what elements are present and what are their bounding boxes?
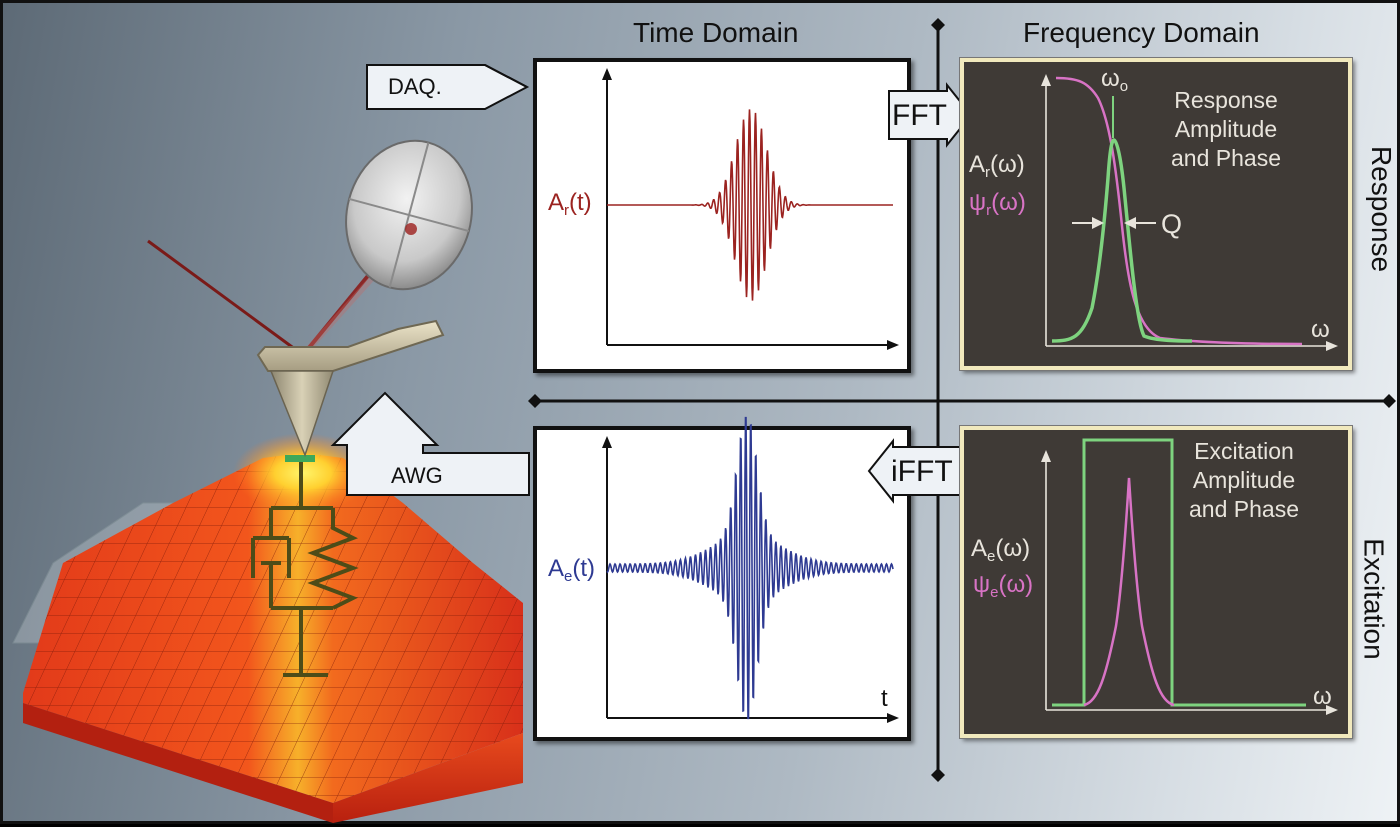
response-frequency-plot bbox=[1041, 74, 1338, 351]
excitation-time-signal bbox=[606, 416, 894, 720]
awg-label: AWG bbox=[391, 463, 443, 488]
frequency-domain-header: Frequency Domain bbox=[1023, 17, 1260, 48]
awg-arrow-shape bbox=[330, 391, 530, 496]
quadrant-dividers bbox=[528, 18, 1396, 782]
response-amp-a: A bbox=[969, 151, 986, 178]
excitation-time-label-sub: e bbox=[564, 568, 573, 585]
response-peak-sub: o bbox=[1119, 78, 1129, 95]
response-time-axes bbox=[602, 68, 899, 350]
excitation-amp-a: A bbox=[971, 535, 988, 562]
time-domain-header: Time Domain bbox=[633, 17, 799, 48]
response-time-label: Ar(t) bbox=[548, 189, 592, 219]
response-amp-arg: (ω) bbox=[990, 151, 1025, 178]
response-peak-label: ωo bbox=[1101, 65, 1128, 95]
afm-illustration bbox=[12, 139, 523, 823]
excitation-amp-sub: e bbox=[987, 548, 996, 565]
response-phase-sub: r bbox=[986, 202, 992, 219]
excitation-phase-label: ψe(ω) bbox=[973, 571, 1033, 601]
response-phase-psi: ψ bbox=[969, 189, 987, 216]
response-text-line-3: and Phase bbox=[1171, 145, 1281, 171]
excitation-time-label-arg: (t) bbox=[572, 555, 596, 582]
response-amp-sub: r bbox=[985, 164, 991, 181]
excitation-phase-psi: ψ bbox=[973, 571, 991, 598]
excitation-frequency-plot bbox=[1041, 438, 1338, 715]
excitation-side-label: Excitation bbox=[1358, 538, 1390, 660]
response-time-label-sub: r bbox=[564, 202, 570, 219]
excitation-phase-sub: e bbox=[990, 584, 999, 601]
ifft-label: iFFT bbox=[891, 455, 953, 488]
response-side-label: Response bbox=[1366, 145, 1398, 273]
response-phase-arg: (ω) bbox=[991, 189, 1026, 216]
excitation-frequency-text: Excitation Amplitude and Phase bbox=[1189, 437, 1299, 524]
response-omega-axis-label: ω bbox=[1311, 316, 1330, 343]
excitation-omega-axis-label: ω bbox=[1313, 683, 1332, 710]
response-time-signal bbox=[607, 109, 893, 301]
response-text-line-1: Response bbox=[1174, 87, 1278, 113]
excitation-time-label: Ae(t) bbox=[548, 555, 595, 585]
response-time-label-a: A bbox=[548, 189, 565, 216]
response-frequency-text: Response Amplitude and Phase bbox=[1171, 86, 1281, 173]
excitation-text-line-3: and Phase bbox=[1189, 496, 1299, 522]
excitation-time-axis-label: t bbox=[881, 685, 888, 712]
response-amplitude-label: Ar(ω) bbox=[969, 151, 1025, 181]
response-phase-label: ψr(ω) bbox=[969, 189, 1026, 219]
excitation-frequency-panel bbox=[960, 426, 1352, 738]
excitation-time-label-a: A bbox=[548, 555, 565, 582]
fft-label: FFT bbox=[892, 99, 947, 132]
excitation-text-line-2: Amplitude bbox=[1192, 467, 1296, 493]
excitation-text-line-1: Excitation bbox=[1194, 438, 1294, 464]
excitation-amplitude-label: Ae(ω) bbox=[971, 535, 1030, 565]
excitation-time-axes bbox=[602, 416, 899, 723]
excitation-phase-arg: (ω) bbox=[998, 571, 1034, 598]
q-factor-label: Q bbox=[1161, 209, 1183, 239]
response-text-line-2: Amplitude bbox=[1174, 116, 1278, 142]
excitation-amp-arg: (ω) bbox=[995, 535, 1031, 562]
daq-callout-shape bbox=[366, 64, 530, 110]
daq-label: DAQ. bbox=[388, 74, 442, 99]
response-frequency-panel bbox=[960, 58, 1352, 370]
response-time-label-arg: (t) bbox=[569, 189, 592, 216]
response-peak-omega: ω bbox=[1101, 65, 1120, 92]
fft-arrow-shape bbox=[888, 82, 973, 148]
